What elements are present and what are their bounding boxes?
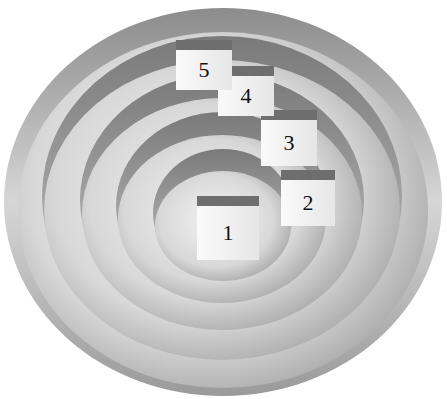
ring-face bbox=[82, 98, 362, 330]
numbered-cube: 1 bbox=[197, 196, 259, 260]
callout-number: 2 bbox=[303, 192, 314, 214]
ring-face bbox=[44, 60, 400, 360]
numbered-cube: 5 bbox=[176, 40, 232, 90]
numbered-cube: 3 bbox=[261, 110, 317, 166]
callout-number: 4 bbox=[241, 85, 252, 107]
callout-number: 3 bbox=[284, 132, 295, 154]
numbered-cube: 2 bbox=[281, 170, 335, 226]
ring-face bbox=[18, 32, 428, 388]
center-face bbox=[155, 171, 291, 281]
callout-number: 5 bbox=[199, 59, 210, 81]
outer-rim bbox=[4, 8, 442, 396]
callout-number: 1 bbox=[223, 222, 234, 244]
